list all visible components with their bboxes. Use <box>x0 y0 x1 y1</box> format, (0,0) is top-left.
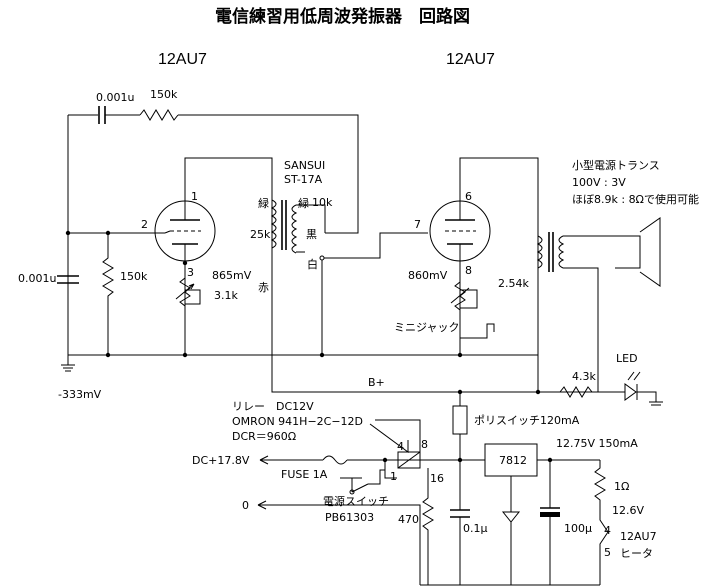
transformer1-green-left: 緑 <box>258 196 269 210</box>
relay-pin1: 1 <box>390 470 397 483</box>
heater-pin4: 4 <box>604 524 611 537</box>
transformer1-white: 白 <box>307 257 318 271</box>
right-pin-plate: 6 <box>465 190 472 203</box>
transformer1-red: 赤 <box>258 281 269 294</box>
dc-input-label: DC+17.8V <box>192 454 250 467</box>
switch-label-2: PB61303 <box>325 511 374 524</box>
bus-lines: B+ 4.3k LED <box>68 352 663 406</box>
right-tube: 6 7 8 860mV 2.54k ミニジャック <box>394 157 539 355</box>
right-cathode-res: 2.54k <box>498 277 529 290</box>
cap2-label: 100μ <box>564 522 592 535</box>
left-cathode-voltage: 865mV <box>212 269 252 282</box>
transformer2-line2: 100V : 3V <box>572 176 626 189</box>
res470-label: 470 <box>398 513 419 526</box>
relay-line3: DCR＝960Ω <box>232 430 296 443</box>
relay-pin16: 16 <box>430 472 444 485</box>
right-cathode-voltage: 860mV <box>408 269 448 282</box>
relay-pin8: 8 <box>421 438 428 451</box>
zero-volt-label: 0 <box>242 499 249 512</box>
res1ohm-label: 1Ω <box>614 480 629 493</box>
feedback-res-label: 150k <box>150 88 178 101</box>
ground-voltage-label: -333mV <box>58 388 102 401</box>
interstage-transformer: SANSUI ST-17A 緑 緑 10k 25k 黒 白 赤 <box>250 159 428 355</box>
left-pin-grid: 2 <box>141 218 148 231</box>
mini-jack-label: ミニジャック <box>394 321 459 334</box>
transformer2-line3: ほぼ8.9k : 8Ωで使用可能 <box>572 192 699 206</box>
diagram-title: 電信練習用低周波発振器 回路図 <box>215 6 470 27</box>
heater-label: ヒータ <box>620 547 653 560</box>
transformer1-black: 黒 <box>306 228 317 241</box>
polyswitch-label: ポリスイッチ120mA <box>474 414 580 427</box>
cap1-label: 0.1μ <box>463 522 488 535</box>
tube-label-right: 12AU7 <box>446 51 495 68</box>
heater-pin5: 5 <box>604 546 611 559</box>
feedback-cap-label: 0.001u <box>96 91 134 104</box>
left-pin-cathode: 3 <box>187 266 194 279</box>
led-label: LED <box>616 352 638 365</box>
transformer1-green-right: 緑 <box>298 196 309 210</box>
tube-label-left: 12AU7 <box>158 51 207 68</box>
power-section: ポリスイッチ120mA DC+17.8V FUSE 1A リレー DC12V O… <box>192 392 657 586</box>
relay-line2: OMRON 941H−2C−12D <box>232 415 363 428</box>
left-tube: 1 2 3 865mV 3.1k <box>141 157 273 355</box>
regulator-label: 7812 <box>499 454 527 467</box>
relay-pin4: 4 <box>397 440 404 453</box>
transformer1-imp-right: 10k <box>312 196 333 209</box>
input-section: 0.001u 150k -333mV <box>18 230 165 401</box>
transformer1-name-1: SANSUI <box>284 159 325 172</box>
transformer1-name-2: ST-17A <box>284 173 323 186</box>
left-cathode-res: 3.1k <box>214 289 238 302</box>
grid-res-label: 150k <box>120 270 148 283</box>
transformer2-line1: 小型電源トランス <box>572 158 660 172</box>
right-pin-grid: 7 <box>414 218 421 231</box>
heater-tube-label: 12AU7 <box>620 530 657 543</box>
fuse-label: FUSE 1A <box>281 468 328 481</box>
right-pin-cathode: 8 <box>465 264 472 277</box>
input-cap-label: 0.001u <box>18 272 56 285</box>
output-transformer: 小型電源トランス 100V : 3V ほぼ8.9k : 8Ωで使用可能 <box>536 158 699 392</box>
regulator-output-label: 12.75V 150mA <box>556 437 638 450</box>
relay-line1: リレー DC12V <box>232 400 314 413</box>
left-pin-plate: 1 <box>191 190 198 203</box>
switch-label-1: 電源スイッチ <box>323 494 389 508</box>
bplus-label: B+ <box>368 376 385 389</box>
heater-voltage-label: 12.6V <box>612 504 644 517</box>
led-res-label: 4.3k <box>572 370 596 383</box>
transformer1-imp-left: 25k <box>250 228 271 241</box>
